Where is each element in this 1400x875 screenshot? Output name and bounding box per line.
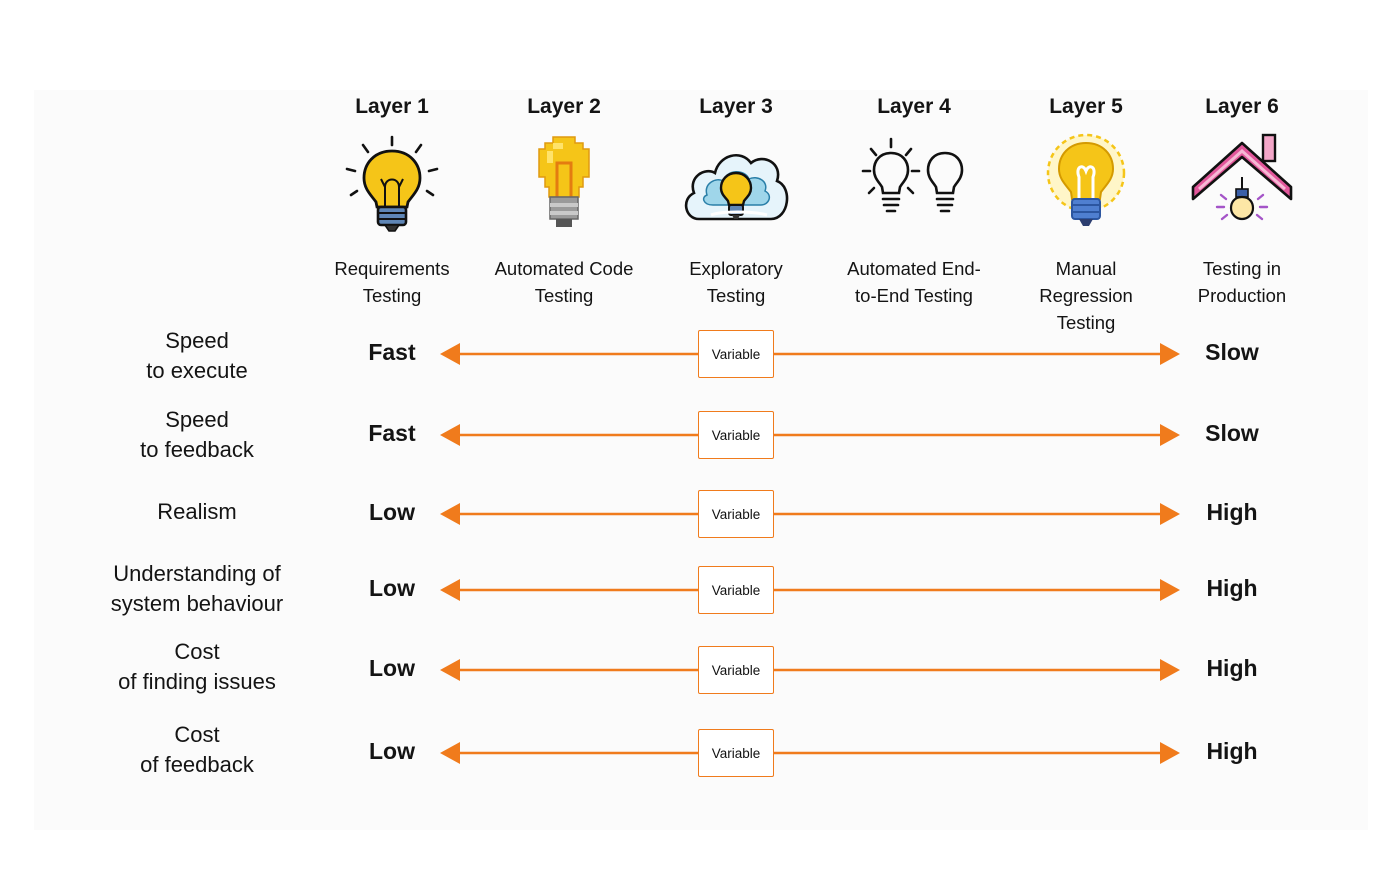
metric-label-line: system behaviour [110, 591, 284, 616]
double-arrow [440, 503, 1180, 525]
right-value: High [1206, 575, 1258, 601]
double-arrow [440, 579, 1180, 601]
metric-label-line: of feedback [140, 752, 254, 777]
metric-label-line: Understanding of [113, 561, 281, 586]
variable-box: Variable [698, 646, 774, 694]
right-value: High [1206, 655, 1258, 681]
double-arrow [440, 343, 1180, 365]
left-value: Fast [368, 420, 416, 446]
layer-title: Layer 5 [1049, 95, 1123, 118]
metric-label: Cost of finding issues [86, 637, 308, 697]
metric-label: Speed to feedback [86, 405, 308, 465]
layer-name-line: Exploratory [689, 258, 783, 279]
metric-label-line: Realism [157, 499, 237, 524]
layer-name-line: Regression [1039, 285, 1133, 306]
metric-label: Realism [86, 497, 308, 527]
metric-label-line: Cost [174, 639, 220, 664]
metric-label: Cost of feedback [86, 720, 308, 780]
metric-label: Understanding of system behaviour [86, 559, 308, 619]
house-lightbulb-icon [1191, 133, 1293, 221]
left-value: Low [369, 575, 415, 601]
layer-title: Layer 2 [527, 95, 601, 118]
cloud-lightbulb-icon [684, 153, 789, 221]
metric-label-line: Cost [174, 722, 220, 747]
metric-label-line: Speed [165, 407, 229, 432]
layer-name-line: Manual [1055, 258, 1117, 279]
metric-label-line: Speed [165, 328, 229, 353]
variable-box: Variable [698, 330, 774, 378]
layer-name-line: Testing [362, 285, 422, 306]
metric-label: Speed to execute [86, 326, 308, 386]
variable-box: Variable [698, 411, 774, 459]
layer-name-line: Testing [534, 285, 594, 306]
layer-name-line: Testing [706, 285, 766, 306]
layer-name: Exploratory Testing [646, 255, 826, 309]
left-value: Fast [368, 339, 416, 365]
right-value: High [1206, 499, 1258, 525]
variable-box: Variable [698, 490, 774, 538]
metric-label-line: to execute [146, 358, 248, 383]
outline-lightbulbs-icon [861, 137, 964, 213]
layer-name-line: Production [1197, 285, 1287, 306]
layer-name: Automated End- to-End Testing [824, 255, 1004, 309]
layer-title: Layer 1 [355, 95, 429, 118]
glowing-lightbulb-icon [1046, 133, 1126, 226]
layer-name: Manual Regression Testing [996, 255, 1176, 336]
layer-name-line: Automated Code [494, 258, 634, 279]
variable-box: Variable [698, 729, 774, 777]
metric-label-line: of finding issues [118, 669, 276, 694]
layer-name-line: to-End Testing [855, 285, 973, 306]
left-value: Low [369, 655, 415, 681]
layer-name-line: Requirements [334, 258, 450, 279]
layer-name-line: Automated End- [847, 258, 981, 279]
layer-name: Automated Code Testing [474, 255, 654, 309]
double-arrow [440, 424, 1180, 446]
lightbulb-rays-icon [345, 135, 439, 232]
variable-box: Variable [698, 566, 774, 614]
layer-title: Layer 6 [1205, 95, 1279, 118]
layer-name-line: Testing [1056, 312, 1116, 333]
left-value: Low [369, 738, 415, 764]
layer-name: Testing in Production [1152, 255, 1332, 309]
double-arrow [440, 742, 1180, 764]
layer-name: Requirements Testing [302, 255, 482, 309]
double-arrow [440, 659, 1180, 681]
pixel-lightbulb-icon [538, 136, 590, 227]
right-value: Slow [1205, 339, 1259, 365]
right-value: Slow [1205, 420, 1259, 446]
metric-label-line: to feedback [140, 437, 254, 462]
layer-title: Layer 3 [699, 95, 773, 118]
layer-title: Layer 4 [877, 95, 951, 118]
layer-name-line: Testing in [1202, 258, 1282, 279]
right-value: High [1206, 738, 1258, 764]
left-value: Low [369, 499, 415, 525]
